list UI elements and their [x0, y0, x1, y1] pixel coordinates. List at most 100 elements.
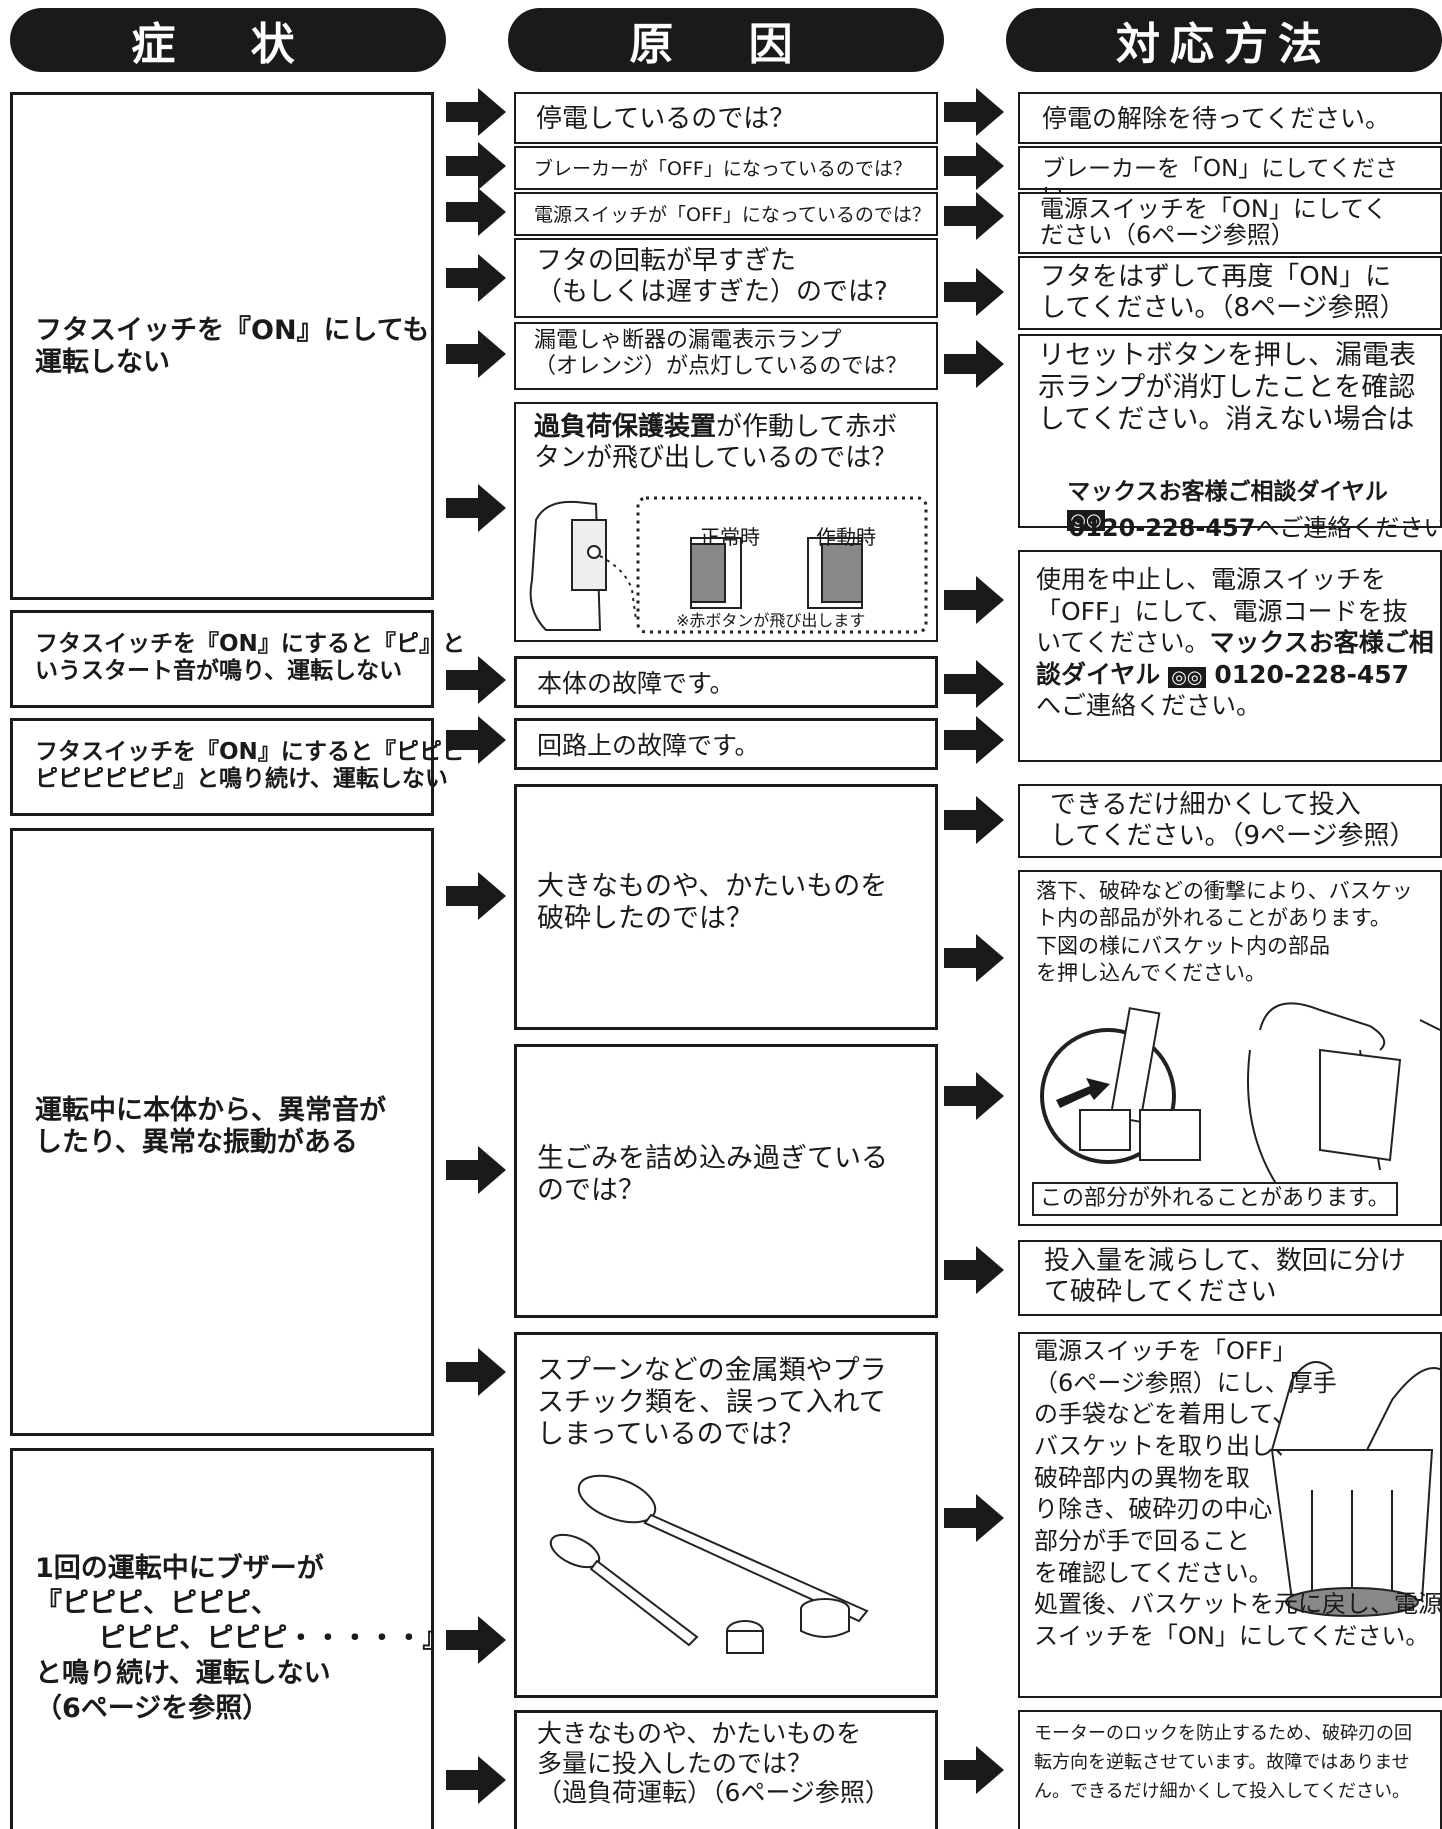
remedy-8-caption: この部分が外れることがあります。 — [1032, 1182, 1398, 1216]
symptom-box-2: フタスイッチを『ON』にすると『ピ』と いうスタート音が鳴り、運転しない — [10, 610, 465, 708]
arrow-c-r-14 — [944, 1746, 1004, 1794]
cause-text-7: 本体の故障です。 — [537, 669, 735, 698]
cause-text-9: 大きなものや、かたいものを 破砕したのでは？ — [537, 871, 888, 934]
cause-box-9: 大きなものや、かたいものを 破砕したのでは？ — [514, 784, 938, 1030]
arrow-c-r-11 — [944, 1072, 1004, 1120]
cause-box-1: 停電しているのでは？ — [514, 92, 938, 144]
contact-suffix-2: へご連絡ください。 — [1036, 691, 1262, 720]
symptom-text-5: 1回の運転中にブザーが 『ピピピ、ピピピ、 ピピピ、ピピピ・・・・・』 と鳴り続… — [35, 1553, 450, 1725]
header-symptom: 症 状 — [10, 8, 446, 72]
arrow-c-r-13 — [944, 1494, 1004, 1542]
arrow-c-r-3 — [944, 192, 1004, 240]
arrow-s-c-6 — [446, 484, 506, 532]
basket-parts-illustration — [1040, 1002, 1440, 1190]
cause-box-2: ブレーカーが「OFF」になっているのでは？ — [514, 146, 938, 190]
max-consultation-dial-2: マックスお客様ご相 談ダイヤル — [1036, 628, 1434, 689]
remedy-box-8: 落下、破砕などの衝撃により、バスケッ ト内の部品が外れることがあります。 下図の… — [1018, 870, 1442, 1226]
remedy-text-5-contact: マックスお客様ご相談ダイヤル ◎◎ — [1038, 452, 1388, 561]
remedy-text-10: 電源スイッチを「OFF」 （6ページ参照）にし、厚手 の手袋などを着用して、 バ… — [1034, 1337, 1442, 1651]
header-remedy: 対応方法 — [1006, 8, 1442, 72]
phone-number: 0120-228-457 — [1068, 514, 1256, 543]
overload-desc: が作動して赤ボ タンが飛び出しているのでは？ — [534, 412, 898, 473]
remedy-box-9: 投入量を減らして、数回に分け て破砕してください — [1018, 1240, 1442, 1316]
arrow-s-c-9 — [446, 872, 506, 920]
remedy-box-2: ブレーカーを「ON」にしてください。 — [1018, 146, 1442, 209]
max-consultation-dial: マックスお客様ご相談ダイヤル — [1067, 479, 1388, 506]
remedy-text-5: リセットボタンを押し、漏電表 示ランプが消灯したことを確認 してください。消えな… — [1038, 340, 1416, 435]
remedy-box-4: フタをはずして再度「ON」に してください。（8ページ参照） — [1018, 256, 1442, 330]
remedy-text-6: 使用を中止し、電源スイッチを 「OFF」にして、電源コードを抜 いてください。マ… — [1036, 564, 1434, 722]
remedy-text-4: フタをはずして再度「ON」に してください。（8ページ参照） — [1040, 262, 1406, 323]
arrow-c-r-5 — [944, 340, 1004, 388]
cause-box-8: 回路上の故障です。 — [514, 718, 938, 770]
symptom-text-2: フタスイッチを『ON』にすると『ピ』と いうスタート音が鳴り、運転しない — [35, 631, 466, 685]
arrow-c-r-1 — [944, 88, 1004, 136]
red-button-note: ※赤ボタンが飛び出します — [676, 611, 866, 630]
cause-box-6: 過負荷保護装置が作動して赤ボ タンが飛び出しているのでは？ 正常時 作動時 ※赤… — [514, 402, 938, 642]
remedy-box-6: 使用を中止し、電源スイッチを 「OFF」にして、電源コードを抜 いてください。マ… — [1018, 550, 1442, 762]
remedy-box-11: モーターのロックを防止するため、破砕刃の回 転方向を逆転させています。故障ではあ… — [1018, 1710, 1442, 1829]
cause-text-12: 大きなものや、かたいものを 多量に投入したのでは？ （過負荷運転）（6ページ参照… — [537, 1719, 890, 1807]
remedy-text-8: 落下、破砕などの衝撃により、バスケッ ト内の部品が外れることがあります。 下図の… — [1036, 879, 1413, 985]
arrow-s-c-10 — [446, 1146, 506, 1194]
header-cause: 原 因 — [508, 8, 944, 72]
arrow-s-c-1 — [446, 88, 506, 136]
remedy-6-lead: 使用を中止し、電源スイッチを 「OFF」にして、電源コードを抜 いてください。 — [1036, 565, 1408, 657]
arrow-s-c-11 — [446, 1348, 506, 1396]
spoon-and-caps-illustration — [549, 1474, 869, 1654]
arrow-c-r-9 — [944, 796, 1004, 844]
arrow-s-c-5 — [446, 330, 506, 378]
glove-hand-illustration — [1270, 1361, 1442, 1617]
cause-text-5: 漏電しゃ断器の漏電表示ランプ （オレンジ）が点灯しているのでは？ — [534, 328, 908, 379]
overload-label: 過負荷保護装置 — [534, 412, 717, 442]
arrow-c-r-8 — [944, 716, 1004, 764]
cause-box-3: 電源スイッチが「OFF」になっているのでは？ — [514, 192, 938, 236]
arrow-c-r-12 — [944, 1246, 1004, 1294]
arrow-s-c-12 — [446, 1616, 506, 1664]
symptom-text-1: フタスイッチを『ON』にしても 運転しない — [35, 315, 430, 378]
remedy-box-3: 電源スイッチを「ON」にしてく ださい（6ページ参照） — [1018, 192, 1442, 254]
remedy-text-3: 電源スイッチを「ON」にしてく ださい（6ページ参照） — [1040, 195, 1388, 250]
arrow-s-c-4 — [446, 254, 506, 302]
cause-text-4: フタの回転が早すぎた （もしくは遅すぎた）のでは? — [536, 246, 888, 307]
cause-box-7: 本体の故障です。 — [514, 656, 938, 708]
symptom-text-4: 運転中に本体から、異常音が したり、異常な振動がある — [35, 1095, 386, 1158]
cause-text-6: 過負荷保護装置が作動して赤ボ タンが飛び出しているのでは？ — [534, 412, 897, 473]
cause-text-2: ブレーカーが「OFF」になっているのでは？ — [534, 158, 912, 180]
remedy-text-9: 投入量を減らして、数回に分け て破砕してください — [1044, 1246, 1406, 1307]
freedial-icon-2: ◎◎ — [1168, 666, 1206, 688]
cause-box-10: 生ごみを詰め込み過ぎている のでは？ — [514, 1044, 938, 1318]
cause-text-8: 回路上の故障です。 — [537, 731, 760, 760]
cause-text-11: スプーンなどの金属類やプラ スチック類を、誤って入れて しまっているのでは？ — [537, 1355, 887, 1450]
arrow-c-r-4 — [944, 268, 1004, 316]
active-state-label: 作動時 — [816, 525, 876, 549]
remedy-text-1: 停電の解除を待ってください。 — [1042, 104, 1391, 133]
arrow-s-c-3 — [446, 188, 506, 236]
overload-device-illustration — [529, 496, 928, 634]
cause-box-11: スプーンなどの金属類やプラ スチック類を、誤って入れて しまっているのでは？ — [514, 1332, 938, 1698]
normal-state-label: 正常時 — [700, 525, 760, 549]
arrow-s-c-13 — [446, 1756, 506, 1804]
arrow-c-r-2 — [944, 142, 1004, 190]
remedy-text-5-phone: 0120-228-457へご連絡ください。 — [1038, 486, 1442, 571]
symptom-text-3: フタスイッチを『ON』にすると『ピピピ ピピピピピピ』と鳴り続け、運転しない — [35, 739, 466, 793]
arrow-c-r-7 — [944, 660, 1004, 708]
remedy-box-1: 停電の解除を待ってください。 — [1018, 92, 1442, 144]
symptom-box-1: フタスイッチを『ON』にしても 運転しない — [10, 92, 434, 600]
remedy-text-7: できるだけ細かくして投入 してください。（9ページ参照） — [1050, 790, 1416, 851]
cause-text-1: 停電しているのでは？ — [536, 104, 796, 134]
arrow-c-r-10 — [944, 934, 1004, 982]
remedy-box-10: 電源スイッチを「OFF」 （6ページ参照）にし、厚手 の手袋などを着用して、 バ… — [1018, 1332, 1442, 1698]
remedy-text-11: モーターのロックを防止するため、破砕刃の回 転方向を逆転させています。故障ではあ… — [1034, 1723, 1412, 1802]
cause-text-3: 電源スイッチが「OFF」になっているのでは？ — [534, 204, 931, 226]
arrow-c-r-6 — [944, 576, 1004, 624]
remedy-box-7: できるだけ細かくして投入 してください。（9ページ参照） — [1018, 784, 1442, 858]
arrow-s-c-2 — [446, 142, 506, 190]
phone-number-2: 0120-228-457 — [1205, 659, 1410, 689]
cause-box-4: フタの回転が早すぎた （もしくは遅すぎた）のでは? — [514, 238, 938, 318]
contact-suffix: へご連絡ください。 — [1255, 514, 1442, 543]
cause-box-5: 漏電しゃ断器の漏電表示ランプ （オレンジ）が点灯しているのでは？ — [514, 322, 938, 390]
remedy-box-5: リセットボタンを押し、漏電表 示ランプが消灯したことを確認 してください。消えな… — [1018, 334, 1442, 542]
cause-box-12: 大きなものや、かたいものを 多量に投入したのでは？ （過負荷運転）（6ページ参照… — [514, 1710, 938, 1829]
symptom-box-3: フタスイッチを『ON』にすると『ピピピ ピピピピピピ』と鳴り続け、運転しない — [10, 718, 465, 816]
